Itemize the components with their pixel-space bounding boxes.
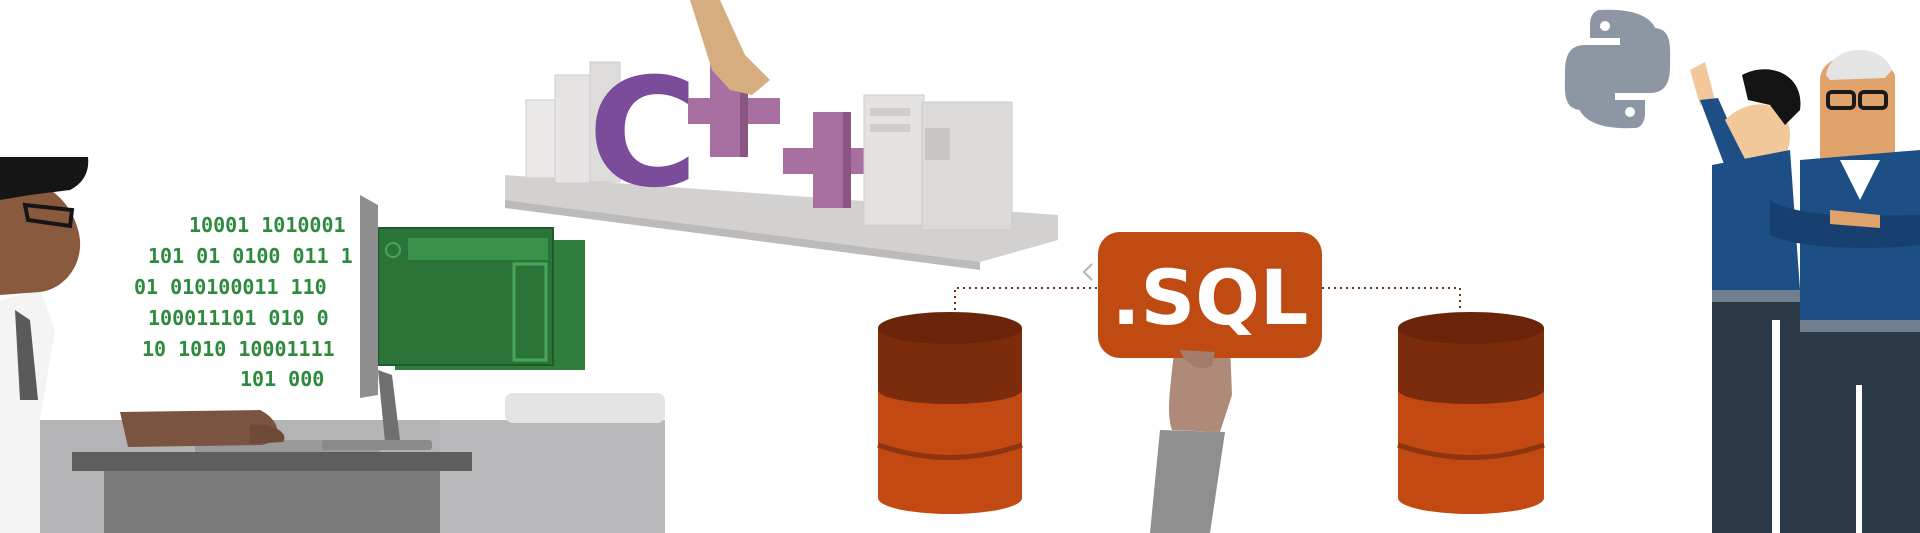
person-glasses: [22, 202, 75, 229]
binary-line-6: 101 000: [240, 367, 324, 391]
chevron-left-icon: [1082, 263, 1093, 281]
raised-hand: [1690, 62, 1715, 105]
binary-line-2: 101 01 0100 011 1: [148, 244, 353, 268]
python-logo-icon: [1564, 9, 1671, 129]
sql-label: .SQL: [1112, 253, 1309, 342]
monitor-stand: [378, 370, 400, 442]
monitor-side: [360, 195, 378, 398]
shelf-edge: [505, 200, 980, 270]
person-shirt: [0, 290, 55, 533]
person-gray-hair: [1770, 49, 1920, 533]
desk-surface-back: [440, 420, 665, 533]
binary-line-3: 01 010100011 110: [134, 275, 327, 299]
person-hand: [250, 424, 285, 444]
monitor-window-bar: [408, 238, 548, 260]
person-tie: [15, 310, 38, 400]
torso-1: [1712, 150, 1800, 290]
cpp-letter-c: C: [588, 47, 698, 221]
glasses-2: [1826, 90, 1856, 110]
binary-line-1: 10001 1010001: [189, 213, 346, 237]
cpp-shelf-scene: C: [505, 0, 1058, 270]
hair-2: [1826, 49, 1892, 80]
shelf-top: [505, 175, 1058, 262]
connector-right: [1322, 287, 1461, 310]
person-hair: [0, 157, 89, 200]
arm-sleeve: [1150, 430, 1225, 533]
python-scene: [1564, 9, 1920, 533]
monitor: [322, 195, 585, 450]
hair-1: [1742, 69, 1801, 125]
person-dark-hair: [1690, 62, 1801, 533]
binary-line-4: 100011101 010 0: [148, 306, 329, 330]
database-icon: [877, 312, 1023, 514]
person-face: [0, 181, 81, 295]
belt-2: [1800, 320, 1920, 332]
hand-2: [1830, 210, 1880, 228]
raised-arm: [1700, 98, 1750, 180]
keyboard-shelf: [72, 452, 472, 471]
book-right-2: [921, 101, 1013, 231]
desk-drawer: [104, 471, 440, 533]
sql-scene: .SQL: [877, 232, 1545, 533]
desk-printer: [505, 393, 665, 423]
monitor-window-icon: [385, 242, 401, 258]
face-2: [1820, 54, 1895, 175]
hand-holding-sign: [1168, 340, 1232, 432]
hand-top: [690, 0, 770, 95]
binary-code-block: 10001 1010001 101 01 0100 011 1 01 01010…: [134, 213, 353, 391]
connector-left: [954, 287, 1098, 310]
monitor-window-sidebar: [512, 262, 548, 362]
face-1: [1725, 104, 1790, 169]
monitor-base: [322, 440, 432, 450]
sql-sign: [1098, 232, 1322, 358]
belt-1: [1712, 290, 1800, 302]
person-arm: [120, 410, 278, 447]
cpp-plus-2: [783, 112, 875, 208]
binary-line-5: 10 1010 10001111: [142, 337, 335, 361]
database-icon: [1397, 312, 1545, 514]
collar-2: [1840, 160, 1880, 200]
legs-1: [1712, 302, 1800, 533]
book-left-1: [525, 99, 557, 179]
thumb: [1180, 350, 1215, 369]
book-left-3: [589, 61, 621, 183]
